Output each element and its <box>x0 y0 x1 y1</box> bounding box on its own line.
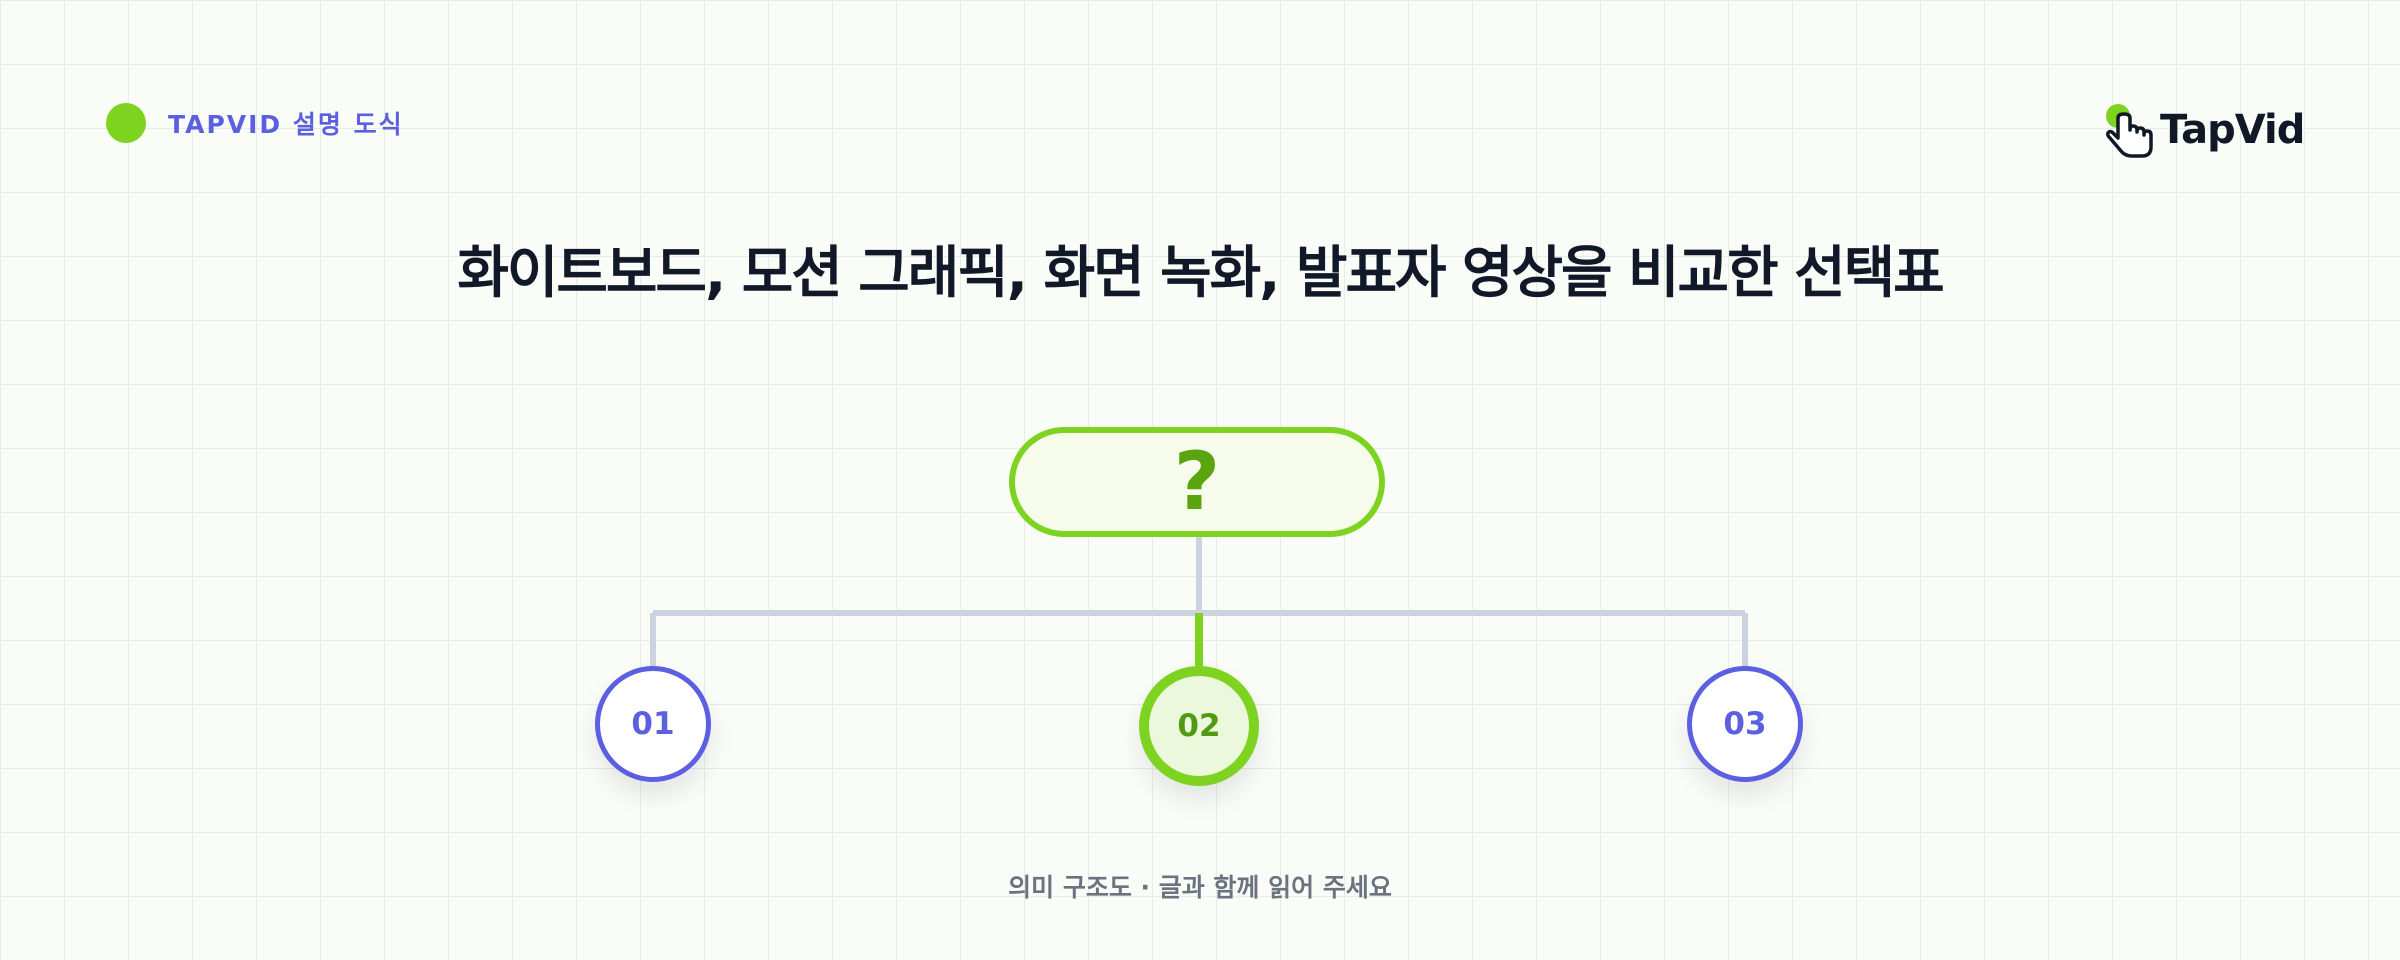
root-question-node: ? <box>1009 427 1385 537</box>
footer-caption: 의미 구조도 · 글과 함께 읽어 주세요 <box>1008 873 1392 902</box>
pointer-hand-icon <box>2106 104 2153 158</box>
question-mark: ? <box>1173 435 1221 528</box>
node-02-selected: 02 <box>1139 666 1259 786</box>
badge-dot-icon <box>106 103 146 143</box>
node-01: 01 <box>595 666 711 782</box>
badge-label: TAPVID 설명 도식 <box>168 110 404 139</box>
page-title: 화이트보드, 모션 그래픽, 화면 녹화, 발표자 영상을 비교한 선택표 <box>457 241 1944 306</box>
header-badge: TAPVID 설명 도식 <box>106 103 404 143</box>
brand-name: TapVid <box>2160 107 2305 153</box>
node-03: 03 <box>1687 666 1803 782</box>
brand-logo[interactable]: TapVid <box>2104 100 2305 160</box>
